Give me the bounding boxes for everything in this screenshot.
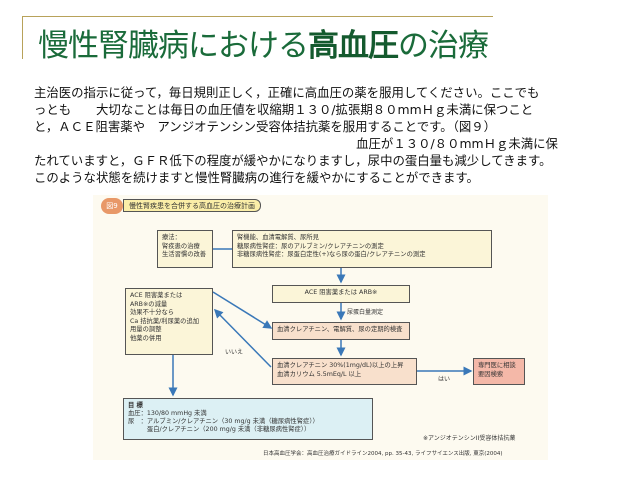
label-yes: はい	[438, 376, 451, 383]
figure-title: 慢性腎疾患を合併する高血圧の治療計画	[123, 199, 261, 212]
body-line: 血圧が１３０/８０mmＨｇ未満に保	[34, 136, 558, 151]
goal-text: 血圧：130/80 mmHg 未満 尿 ：アルブミン/クレアチニン（30 mg/…	[128, 410, 319, 433]
body-line: っとも 大切なことは毎日の血圧値を収縮期１３０/拡張期８０mmＨｇ未満に保つこと	[34, 102, 534, 117]
box-assessment: 腎機能、血清電解質、尿所見 糖尿病性腎症：尿のアルブミン/クレアチニンの測定 非…	[232, 230, 492, 268]
figure-badge: 図9	[101, 198, 123, 214]
body-line: 主治医の指示に従って，毎日規則正しく，正確に高血圧の薬を服用してください。ここで…	[34, 85, 540, 100]
label-proteinuria: 尿蛋白量測定	[347, 309, 384, 316]
body-line: このような状態を続けますと慢性腎臓病の進行を緩やかにすることができます。	[34, 170, 479, 185]
box-therapy: 療法： 腎疾患の治療 生活習慣の改善	[157, 230, 213, 268]
title-emphasis: 高血圧	[308, 28, 399, 64]
box-monitor: 血清クレアチニン、電解質、尿の定期的検査	[272, 322, 410, 340]
label-no: いいえ	[225, 349, 244, 356]
slide-title: 慢性腎臓病における高血圧の治療	[38, 20, 489, 65]
goal-title: 目 標	[128, 402, 143, 409]
body-line: と，ＡＣＥ阻害薬や アンジオテンシン受容体拮抗薬を服用することです。（図９）	[34, 119, 497, 134]
title-rule-vertical	[22, 16, 23, 59]
citation: 日本高血圧学会：高血圧治療ガイドライン2004, pp. 35-43, ライフサ…	[263, 451, 503, 457]
title-rule	[22, 16, 493, 17]
box-adjust: ACE 阻害薬または ARB※の減量 効果不十分なら Ca 拮抗薬/利尿薬の追加…	[125, 288, 213, 355]
box-ace-arb: ACE 阻害薬または ARB※	[272, 285, 410, 303]
arrow-to-monitor	[212, 291, 273, 329]
arrow-no-loop	[213, 308, 272, 368]
box-goal: 目 標血圧：130/80 mmHg 未満 尿 ：アルブミン/クレアチニン（30 …	[123, 398, 373, 440]
title-part: の治療	[398, 28, 489, 64]
figure-flowchart: 図9 慢性腎疾患を合併する高血圧の治療計画 療法： 腎疾患の治療 生活習慣の改善…	[93, 195, 548, 460]
title-part: 慢性腎臓病における	[38, 28, 309, 64]
body-paragraph: 主治医の指示に従って，毎日規則正しく，正確に高血圧の薬を服用してください。ここで…	[34, 84, 624, 186]
footnote: ※アンジオテンシンII受容体拮抗薬	[423, 435, 516, 442]
box-refer-specialist: 専門医に相談 要因検索	[473, 358, 525, 385]
flow-arrows	[168, 248, 473, 397]
box-creatinine-rise: 血清クレアチニン 30%(1mg/dL)以上の上昇 血清カリウム 5.5mEq/…	[272, 358, 417, 385]
body-line: たれていますと，ＧＦＲ低下の程度が緩やかになりますし，尿中の蛋白量も減少してきま…	[34, 153, 552, 168]
